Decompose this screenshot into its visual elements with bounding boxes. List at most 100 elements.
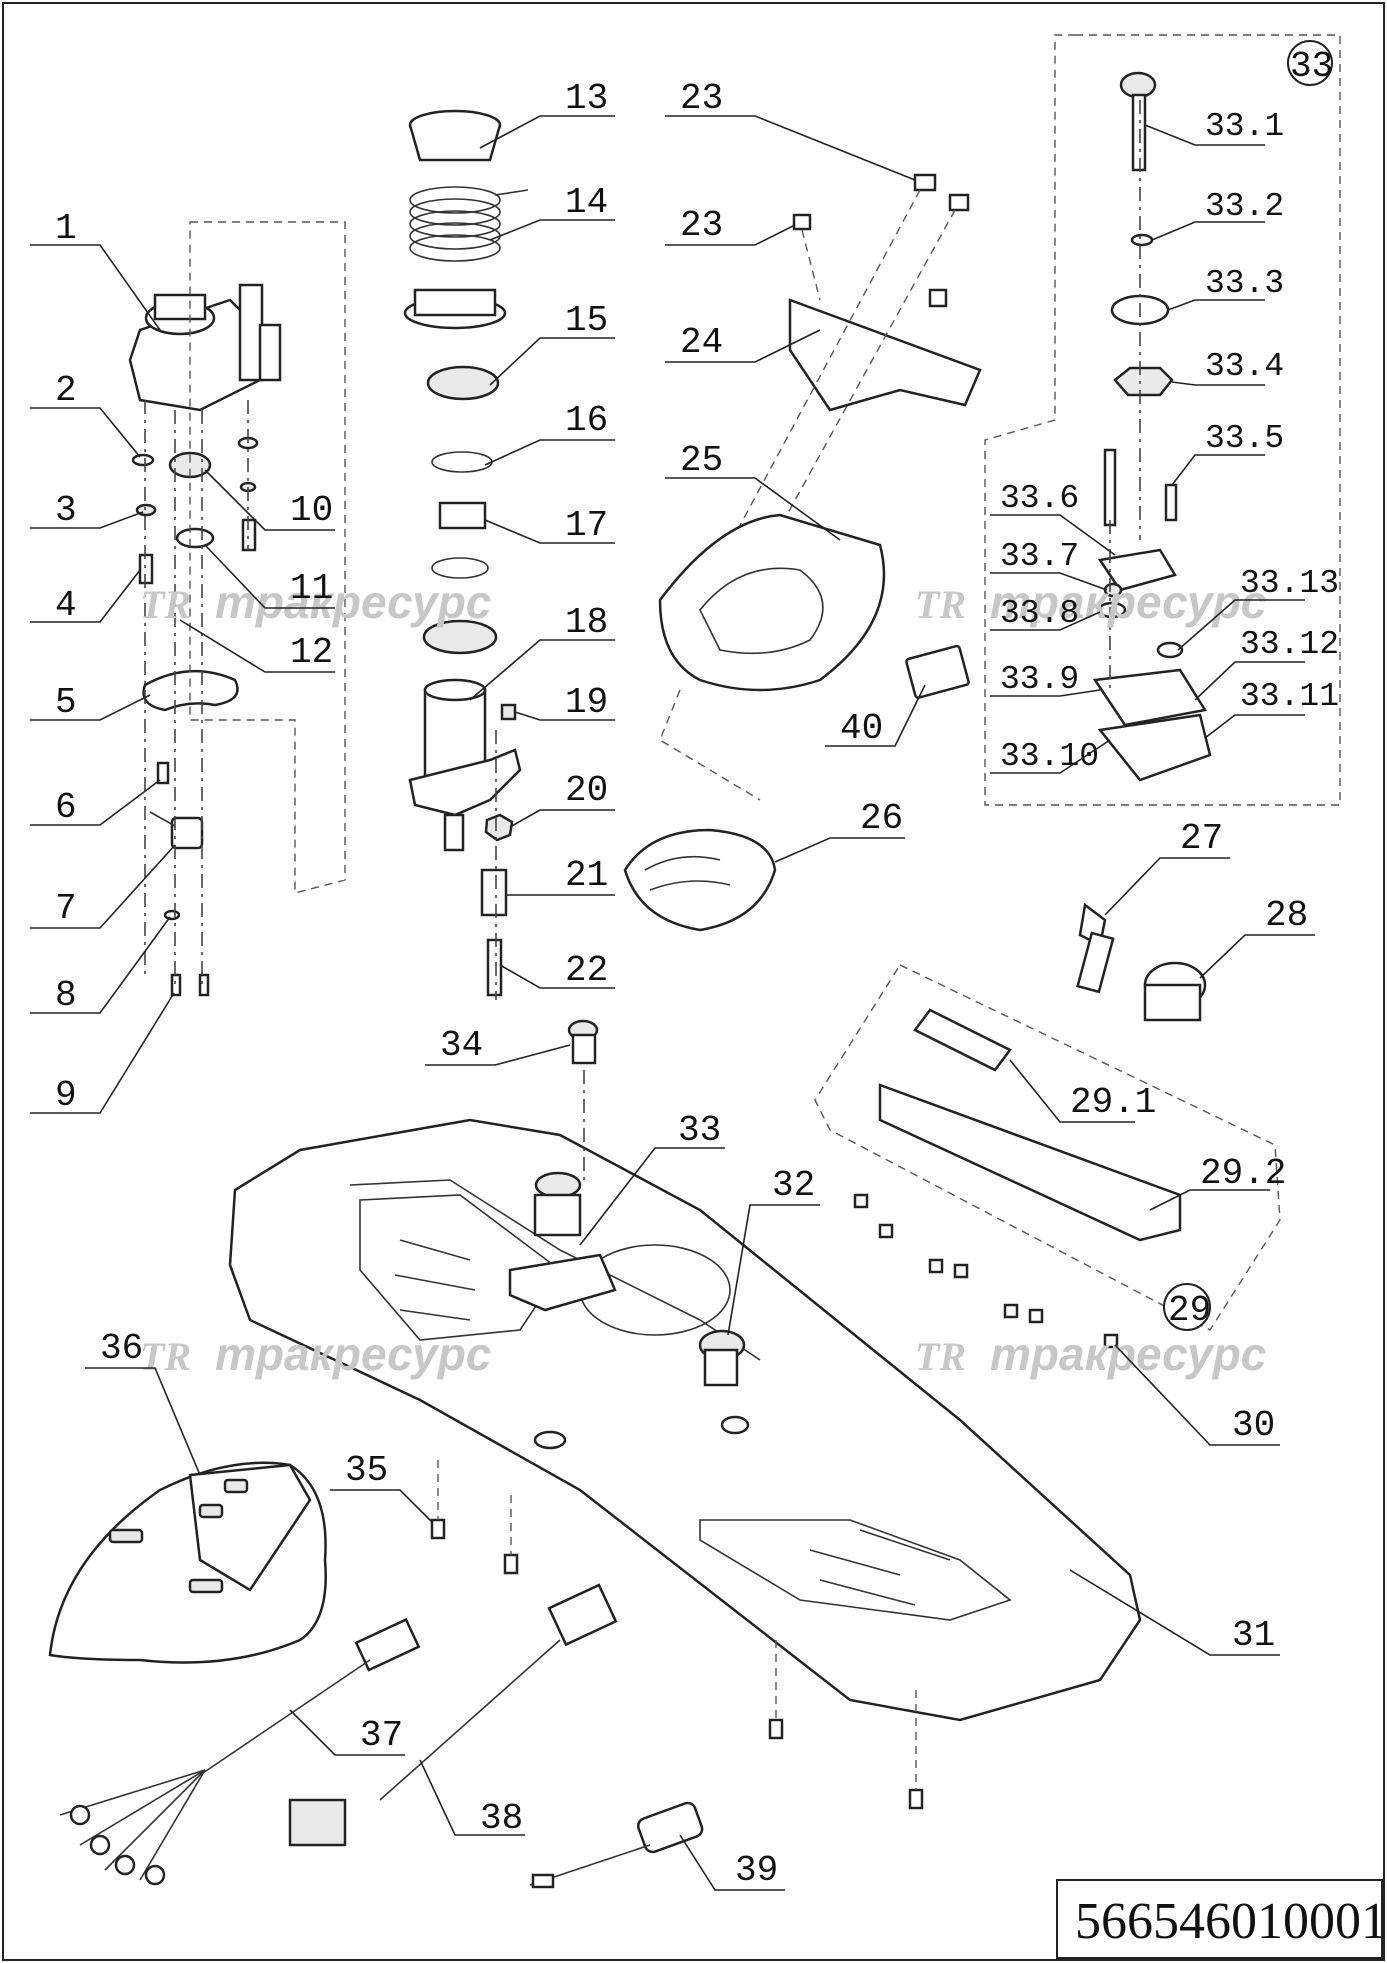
watermark-logo-4: TR [915,1334,966,1379]
callout-16: 16 [565,400,608,441]
dashline-boot [659,689,761,801]
callout-33-4: 33.4 [1205,348,1284,385]
callout-15: 15 [565,300,608,341]
part-33-1-knob [1119,71,1157,99]
part-29-screw-c [928,1258,944,1274]
callout-33-6: 33.6 [1000,480,1079,517]
part-18-top [423,678,487,702]
part-38-connector-b [288,1798,347,1847]
callout-40: 40 [840,708,883,749]
part-18-flange [408,748,522,817]
part-25-opening [699,567,824,655]
callout-22: 22 [565,950,608,991]
part-24-bracket [788,298,982,412]
part-29-screw-e [1003,1303,1019,1319]
callout-12: 12 [290,632,333,673]
watermark-logo-2: TR [915,582,966,627]
part-37-lug-d [144,1864,166,1886]
callout-20: 20 [565,770,608,811]
callout-19: 19 [565,682,608,723]
callout-33-8: 33.8 [1000,595,1079,632]
part-23-bolt-c [792,213,812,231]
callout-36: 36 [100,1328,143,1369]
callout-6: 6 [55,787,77,828]
callout-27: 27 [1180,818,1223,859]
group-boundary-29 [814,964,1281,1331]
group-boot [623,689,777,932]
callout-4: 4 [55,585,77,626]
part-33-4-nut [1113,366,1174,397]
callout-33-10: 33.10 [1000,738,1099,775]
part-30-screw [1103,1333,1119,1349]
part-5-plate [142,669,239,712]
part-8-washer [163,909,181,921]
part-38-wire [379,1639,561,1801]
callout-2: 2 [55,370,77,411]
group-harness-38 [288,1583,618,1847]
part-35-screw-d [908,1788,924,1810]
part-1-collar [153,293,207,321]
dashline-bolt-a [699,189,921,601]
callout-13: 13 [565,78,608,119]
callout-28: 28 [1265,895,1308,936]
part-17-bushing [438,501,487,530]
callout-33-7: 33.7 [1000,538,1079,575]
callout-9: 9 [55,1075,77,1116]
group-control-handle [48,1461,327,1664]
part-33-13-washer [1156,641,1184,659]
callout-37: 37 [360,1715,403,1756]
part-6-screw [156,761,170,785]
part-26-ribs [644,855,731,891]
callout-33-9: 33.9 [1000,661,1079,698]
watermark-text-2: тракресурс [990,576,1266,628]
part-33-6-body [1097,548,1177,592]
watermark-text-3: тракресурс [215,1328,491,1380]
group-steering-base [128,221,346,997]
group-panel-29 [814,902,1281,1349]
callout-33-13: 33.13 [1240,565,1339,602]
group-boundary-column [189,221,346,894]
part-33-button [534,1171,582,1199]
callout-33-1: 33.1 [1205,108,1284,145]
part-29-2-panel [878,1083,1182,1242]
part-10-bearing [168,451,212,479]
callout-29: 29 [1168,1290,1211,1331]
part-33-5-bolt-a [1103,448,1117,527]
part-21-spacer [480,868,508,917]
group-steering-shaft [403,109,529,1000]
watermark-group: TR тракресурс TR тракресурс TR тракресур… [140,576,1266,1380]
part-31-mat-a [359,1194,562,1341]
part-35-screw-a [430,1518,446,1540]
part-33-1-pin [1131,93,1147,172]
part-38-connector-a [547,1583,618,1647]
part-7-lead [149,811,176,827]
part-16-circlip [431,451,493,473]
part-37-connector [354,1617,421,1672]
callout-8: 8 [55,975,77,1016]
part-31-hole-a [533,1430,567,1450]
part-27-plug [1076,931,1115,994]
part-33-housing [533,1193,582,1237]
part-29-screw-a [853,1193,869,1209]
callout-38: 38 [480,1798,523,1839]
callout-30: 30 [1232,1405,1275,1446]
part-9-screw [170,973,182,997]
callout-39: 39 [735,1850,778,1891]
part-22-bolt [486,938,503,997]
part-14-seat-body [413,288,497,317]
group-harness-37 [59,1617,421,1886]
callout-17: 17 [565,505,608,546]
part-33-8-washer [1097,601,1127,619]
callout-33-2: 33.2 [1205,188,1284,225]
part-26-boot [623,828,777,932]
group-harness-39 [529,1801,704,1889]
part-bearing-2 [422,619,498,655]
drawing-code-box: 566546010001 [1056,1879,1387,1959]
part-15-bearing [426,365,500,401]
part-20-nut [484,813,514,842]
part-37-lug-a [69,1804,91,1826]
part-32-body [703,1348,739,1387]
part-33-2-washer [1130,233,1154,247]
